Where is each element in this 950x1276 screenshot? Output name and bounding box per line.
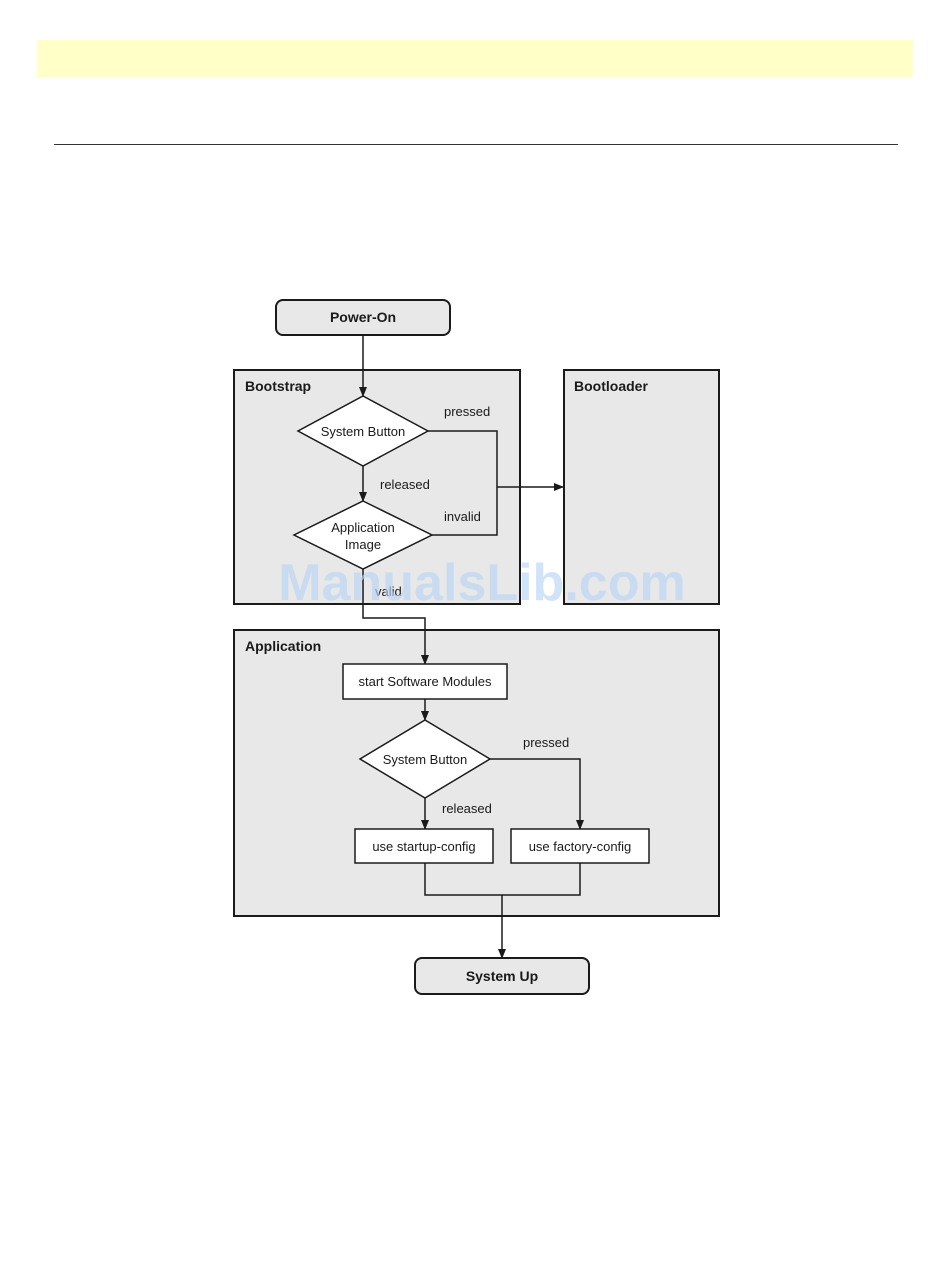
bootstrap-title: Bootstrap (245, 378, 311, 394)
application-title: Application (245, 638, 321, 654)
pressed-label-1: pressed (444, 404, 490, 419)
application-image-label-line1: Application (331, 520, 395, 535)
system-button-label-2: System Button (383, 752, 468, 767)
system-button-label-1: System Button (321, 424, 406, 439)
start-modules-label: start Software Modules (359, 674, 492, 689)
released-label-1: released (380, 477, 430, 492)
released-label-2: released (442, 801, 492, 816)
bootloader-title: Bootloader (574, 378, 648, 394)
pressed-label-2: pressed (523, 735, 569, 750)
invalid-label: invalid (444, 509, 481, 524)
application-image-label-line2: Image (345, 537, 381, 552)
watermark-text: ManualsLib.com (278, 554, 685, 612)
factory-config-label: use factory-config (529, 839, 632, 854)
system-up-label: System Up (466, 968, 538, 984)
power-on-label: Power-On (330, 309, 396, 325)
startup-config-label: use startup-config (372, 839, 475, 854)
